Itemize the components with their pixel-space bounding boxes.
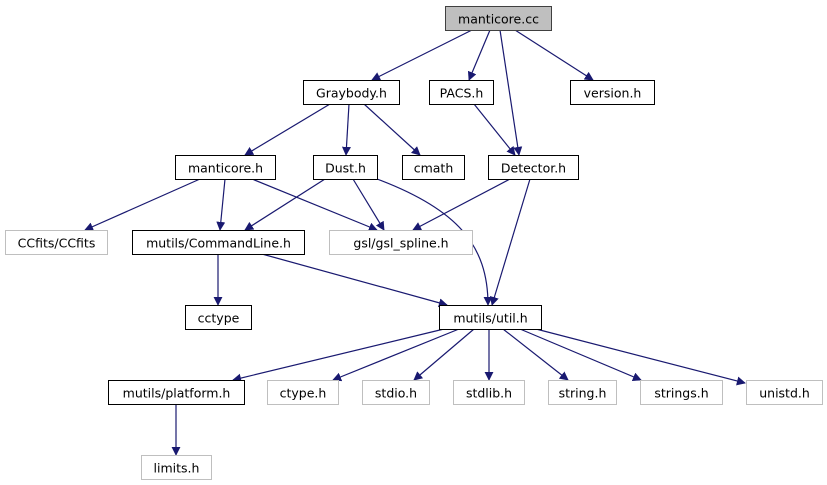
edge-detector-h-to-gsl-spline-h — [412, 178, 511, 231]
node-label: mutils/platform.h — [123, 386, 231, 401]
edge-graybody-h-to-cmath — [363, 103, 421, 156]
node-box — [175, 155, 276, 180]
node-box — [570, 80, 655, 105]
edge-manticore-h-to-commandline-h — [216, 178, 226, 231]
node-box — [362, 380, 430, 405]
edge-graybody-h-to-manticore-h — [244, 103, 331, 156]
node-label: strings.h — [654, 386, 708, 401]
node-version-h[interactable]: version.h — [570, 80, 655, 105]
node-label: Graybody.h — [316, 86, 387, 101]
node-box — [303, 80, 400, 105]
node-graybody-h[interactable]: Graybody.h — [303, 80, 400, 105]
edge-manticore-h-to-gsl-spline-h — [251, 178, 378, 232]
node-stdlib-h: stdlib.h — [453, 380, 525, 405]
node-label: version.h — [584, 86, 642, 101]
node-label: ctype.h — [280, 386, 327, 401]
node-label: limits.h — [154, 461, 200, 476]
edge-util-h-to-ctype-h — [332, 328, 460, 382]
node-label: mutils/util.h — [453, 311, 527, 326]
node-box — [640, 380, 723, 405]
edge-detector-h-to-util-h — [490, 178, 531, 306]
edge-dust-h-to-commandline-h — [244, 178, 326, 231]
node-box — [185, 305, 252, 330]
node-box — [402, 155, 465, 180]
edge-util-h-to-strings-h — [519, 328, 642, 382]
node-dust-h[interactable]: Dust.h — [313, 155, 378, 180]
node-label: manticore.h — [188, 161, 263, 176]
node-platform-h[interactable]: mutils/platform.h — [108, 380, 245, 405]
node-label: unistd.h — [759, 386, 810, 401]
node-box — [453, 380, 525, 405]
node-gsl-spline-h: gsl/gsl_spline.h — [329, 230, 473, 255]
node-label: mutils/CommandLine.h — [146, 236, 291, 251]
edge-manticore-cc-to-detector-h — [499, 29, 523, 156]
edge-pacs-h-to-detector-h — [473, 103, 516, 156]
node-ccfits: CCfits/CCfits — [5, 230, 108, 255]
node-box — [439, 305, 542, 330]
node-pacs-h[interactable]: PACS.h — [429, 80, 494, 105]
node-label: gsl/gsl_spline.h — [353, 236, 448, 251]
node-unistd-h: unistd.h — [746, 380, 823, 405]
edge-util-h-to-string-h — [502, 328, 569, 381]
node-label: cmath — [414, 161, 454, 176]
edge-dust-h-to-gsl-spline-h — [352, 178, 385, 231]
node-label: Dust.h — [325, 161, 366, 176]
node-box — [746, 380, 823, 405]
node-string-h: string.h — [548, 380, 617, 405]
edge-util-h-to-platform-h — [232, 328, 445, 383]
edge-manticore-h-to-ccfits — [84, 178, 201, 231]
edge-commandline-h-to-util-h — [261, 253, 448, 308]
node-label: PACS.h — [440, 86, 484, 101]
node-box — [132, 230, 305, 255]
node-manticore-cc[interactable]: manticore.cc — [445, 6, 552, 31]
node-box — [313, 155, 378, 180]
edge-util-h-to-stdio-h — [413, 328, 475, 381]
node-box — [548, 380, 617, 405]
node-box — [488, 155, 579, 180]
node-label: stdio.h — [375, 386, 417, 401]
node-box — [267, 380, 339, 405]
node-box — [108, 380, 245, 405]
node-label: Detector.h — [501, 161, 566, 176]
node-label: string.h — [559, 386, 607, 401]
node-strings-h: strings.h — [640, 380, 723, 405]
node-label: CCfits/CCfits — [18, 236, 96, 251]
node-manticore-h[interactable]: manticore.h — [175, 155, 276, 180]
node-label: cctype — [198, 311, 240, 326]
node-box — [5, 230, 108, 255]
node-util-h[interactable]: mutils/util.h — [439, 305, 542, 330]
node-stdio-h: stdio.h — [362, 380, 430, 405]
edge-manticore-cc-to-version-h — [514, 29, 594, 81]
node-box — [141, 455, 212, 480]
node-ctype-h: ctype.h — [267, 380, 339, 405]
node-limits-h: limits.h — [141, 455, 212, 480]
node-box — [445, 6, 552, 31]
node-box — [429, 80, 494, 105]
node-box — [329, 230, 473, 255]
node-detector-h[interactable]: Detector.h — [488, 155, 579, 180]
node-cctype[interactable]: cctype — [185, 305, 252, 330]
edge-manticore-cc-to-graybody-h — [371, 29, 473, 81]
node-label: manticore.cc — [458, 12, 539, 27]
node-label: stdlib.h — [466, 386, 512, 401]
edge-graybody-h-to-dust-h — [341, 103, 351, 156]
edge-manticore-cc-to-pacs-h — [467, 29, 491, 81]
node-cmath[interactable]: cmath — [402, 155, 465, 180]
edge-util-h-to-unistd-h — [535, 328, 746, 386]
node-commandline-h[interactable]: mutils/CommandLine.h — [132, 230, 305, 255]
